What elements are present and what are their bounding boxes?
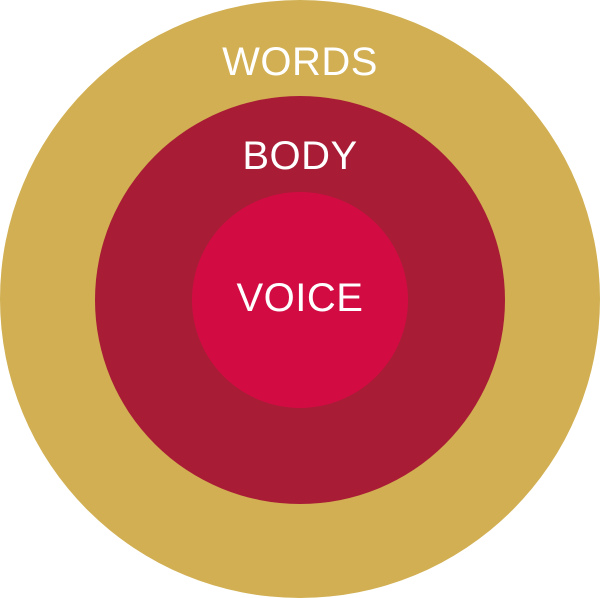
outer-circle-label: WORDS xyxy=(222,40,378,84)
middle-circle-label: BODY xyxy=(242,134,358,178)
middle-circle-body: BODY xyxy=(95,96,505,504)
inner-circle-label: VOICE xyxy=(236,276,364,320)
inner-circle-voice: VOICE xyxy=(192,192,408,408)
